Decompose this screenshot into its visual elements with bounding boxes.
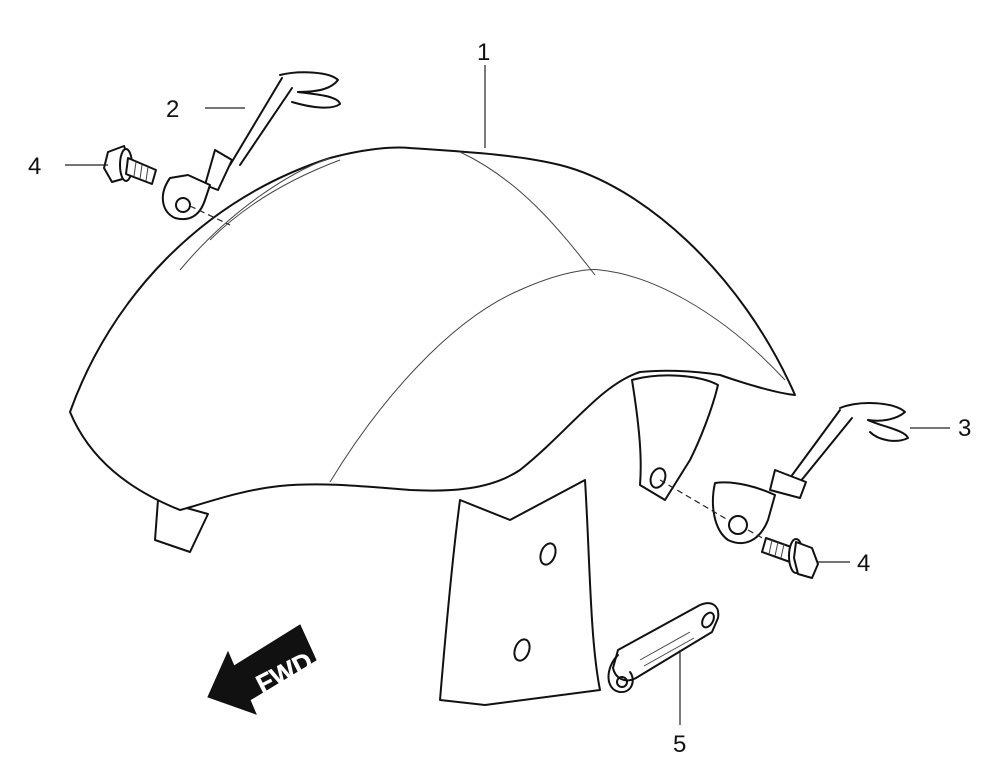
callout-5: 5: [673, 731, 686, 758]
callout-4-left: 4: [28, 153, 41, 180]
flange-bolt-icon: [103, 145, 157, 185]
install-line-right: [659, 479, 729, 521]
wire-clip-icon: [712, 402, 909, 545]
flange-bolt-icon: [761, 537, 819, 579]
arrow-left-icon: [207, 624, 317, 715]
callout-3: 3: [958, 415, 971, 442]
install-line-right-bolt: [747, 529, 767, 541]
callout-4-right: 4: [857, 550, 870, 577]
install-line-left: [189, 205, 231, 226]
callout-1: 1: [477, 39, 490, 66]
hose-bracket-icon: [607, 602, 720, 694]
fwd-direction-arrow: FWD: [207, 624, 318, 715]
wire-clip-icon: [161, 71, 341, 220]
front-fender-icon: [69, 146, 796, 706]
callout-2: 2: [166, 96, 179, 123]
